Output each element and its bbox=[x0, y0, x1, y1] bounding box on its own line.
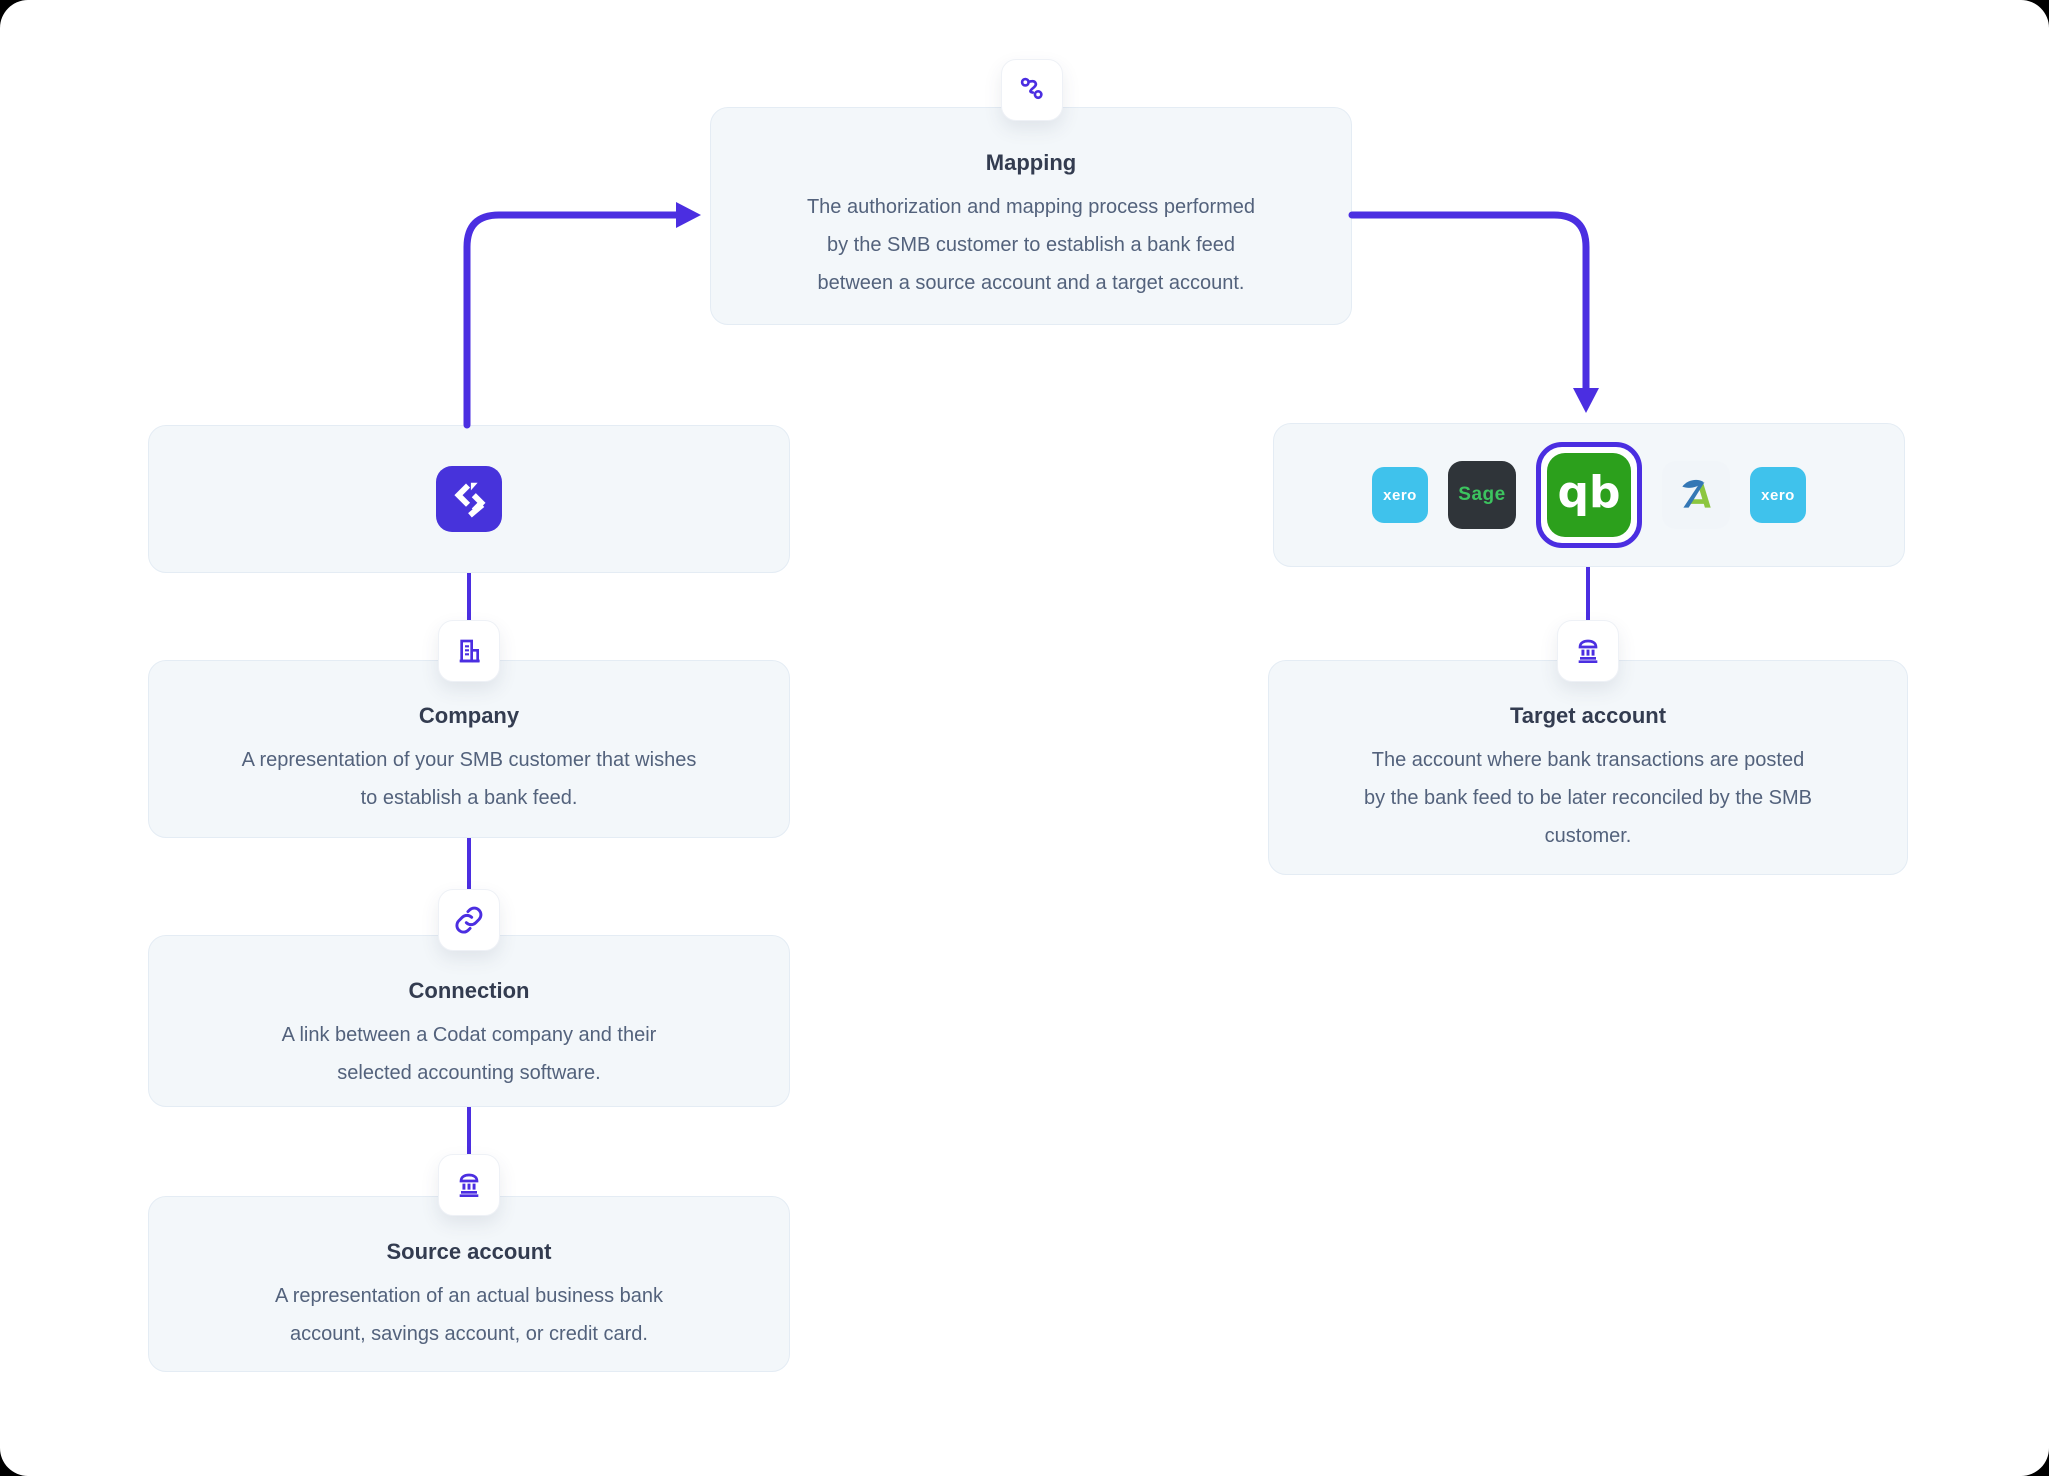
xero-logo-label: xero bbox=[1383, 486, 1417, 504]
arrowhead-into-mapping bbox=[676, 202, 701, 228]
quickbooks-logo-label: qb bbox=[1557, 467, 1621, 518]
company-description: A representation of your SMB customer th… bbox=[241, 749, 697, 809]
link-icon bbox=[455, 906, 483, 934]
target-account-title: Target account bbox=[1509, 703, 1667, 728]
building-icon bbox=[459, 639, 480, 663]
quickbooks-logo-icon: qb bbox=[1547, 453, 1631, 537]
target-account-card: Target account The account where bank tr… bbox=[1268, 660, 1908, 875]
arrow-mapping-to-target bbox=[1348, 211, 1590, 394]
integration-logo-freeagent[interactable] bbox=[1662, 461, 1730, 529]
connector-connection-to-source bbox=[467, 1107, 471, 1158]
integration-logo-quickbooks-selected[interactable]: qb bbox=[1536, 442, 1642, 548]
integration-logo-sage[interactable]: Sage bbox=[1448, 461, 1516, 529]
xero-logo-icon: xero bbox=[1372, 467, 1428, 523]
integration-logo-xero[interactable]: xero bbox=[1372, 467, 1428, 523]
connection-badge bbox=[438, 889, 500, 951]
mapping-card: Mapping The authorization and mapping pr… bbox=[710, 107, 1352, 325]
integration-logo-row: xero Sage qb xero bbox=[1273, 423, 1905, 567]
connector-company-to-connection bbox=[467, 838, 471, 893]
route-mapping-icon bbox=[1020, 77, 1043, 100]
company-card: Company A representation of your SMB cus… bbox=[148, 660, 790, 838]
sage-logo-label: Sage bbox=[1458, 484, 1506, 505]
freeagent-logo-icon bbox=[1662, 461, 1730, 529]
xero-logo-label: xero bbox=[1761, 486, 1795, 504]
connection-title: Connection bbox=[408, 978, 530, 1003]
source-account-title: Source account bbox=[386, 1239, 552, 1264]
connection-description: A link between a Codat company and their… bbox=[281, 1024, 657, 1084]
connection-card: Connection A link between a Codat compan… bbox=[148, 935, 790, 1107]
arrow-company-to-mapping bbox=[463, 211, 682, 429]
connector-integrations-to-target bbox=[1586, 567, 1590, 624]
mapping-title: Mapping bbox=[985, 150, 1077, 175]
freeagent-icon bbox=[1682, 479, 1711, 508]
target-account-badge bbox=[1557, 620, 1619, 682]
bank-icon bbox=[1578, 639, 1598, 663]
target-account-description: The account where bank transactions are … bbox=[1363, 749, 1813, 847]
xero-logo-icon: xero bbox=[1750, 467, 1806, 523]
bank-icon bbox=[459, 1173, 479, 1197]
sage-logo-icon: Sage bbox=[1448, 461, 1516, 529]
source-account-card: Source account A representation of an ac… bbox=[148, 1196, 790, 1372]
mapping-description: The authorization and mapping process pe… bbox=[806, 196, 1256, 294]
integration-logo-xero[interactable]: xero bbox=[1750, 467, 1806, 523]
arrowhead-into-integrations bbox=[1573, 388, 1599, 413]
selected-integration-ring: qb bbox=[1536, 442, 1642, 548]
company-title: Company bbox=[418, 703, 520, 728]
connector-codat-to-company bbox=[467, 573, 471, 624]
source-account-badge bbox=[438, 1154, 500, 1216]
mapping-badge bbox=[1001, 59, 1063, 121]
codat-logo bbox=[436, 466, 502, 532]
codat-logo-icon bbox=[454, 482, 486, 518]
company-badge bbox=[438, 620, 500, 682]
source-account-description: A representation of an actual business b… bbox=[274, 1285, 664, 1345]
